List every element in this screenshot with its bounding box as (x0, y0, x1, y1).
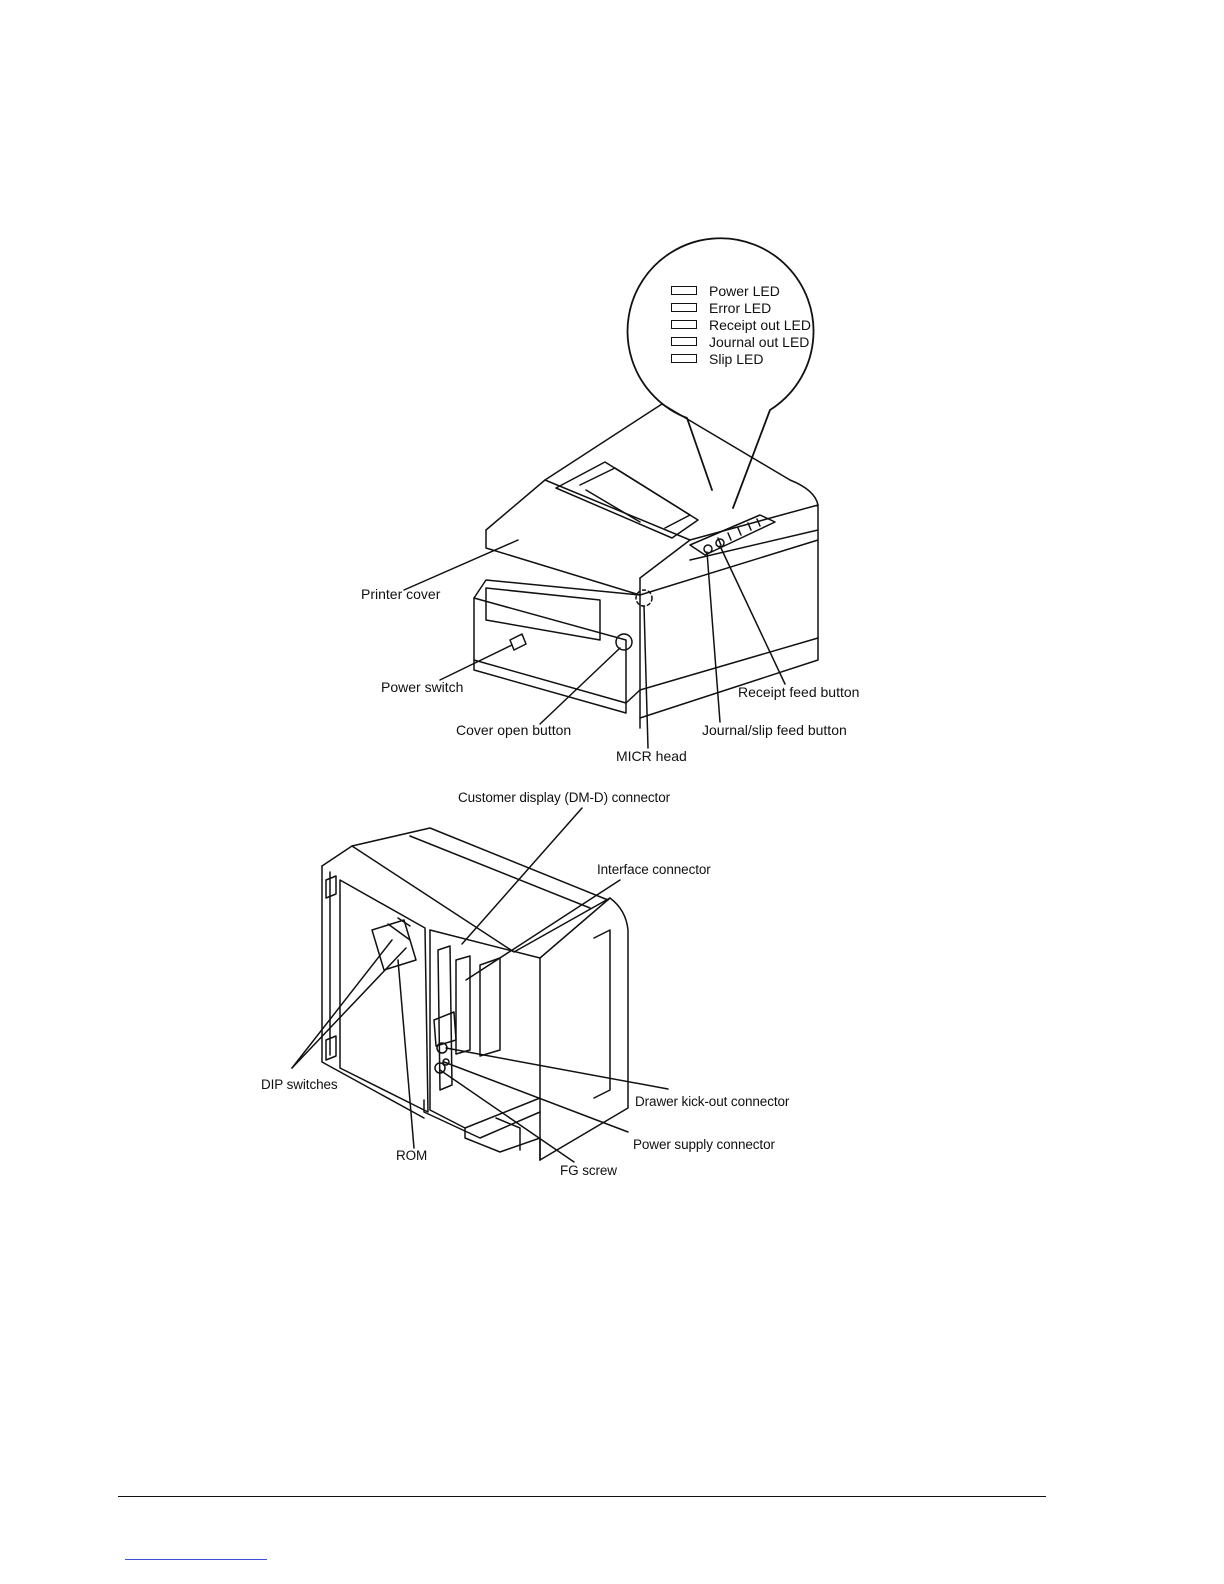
cover-open-button-label: Cover open button (456, 722, 571, 738)
journal-slip-feed-button-label: Journal/slip feed button (702, 722, 847, 738)
led-indicator-icon (671, 303, 697, 312)
fg-screw-label: FG screw (560, 1163, 617, 1179)
rom-label: ROM (396, 1148, 427, 1164)
interface-connector-label: Interface connector (597, 862, 711, 878)
rear-view-drawing (322, 828, 628, 1160)
led-label: Error LED (709, 300, 771, 316)
led-row: Receipt out LED (671, 316, 811, 333)
led-indicator-icon (671, 320, 697, 329)
dip-switches-label: DIP switches (261, 1077, 338, 1093)
led-label: Journal out LED (709, 334, 809, 350)
led-row: Power LED (671, 282, 811, 299)
footer-link-underline[interactable] (125, 1559, 267, 1560)
led-panel-list: Power LED Error LED Receipt out LED Jour… (671, 282, 811, 367)
micr-head-label: MICR head (616, 748, 687, 764)
led-row: Error LED (671, 299, 811, 316)
printer-cover-label: Printer cover (361, 586, 440, 602)
receipt-feed-button-label: Receipt feed button (738, 684, 859, 700)
led-indicator-icon (671, 337, 697, 346)
led-label: Slip LED (709, 351, 763, 367)
led-indicator-icon (671, 286, 697, 295)
power-supply-connector-label: Power supply connector (633, 1137, 775, 1153)
led-label: Power LED (709, 283, 780, 299)
footer-rule (118, 1496, 1046, 1497)
led-indicator-icon (671, 354, 697, 363)
front-leader-lines (404, 540, 785, 748)
led-label: Receipt out LED (709, 317, 811, 333)
led-magnifier-callout (628, 238, 814, 508)
customer-display-connector-label: Customer display (DM-D) connector (458, 790, 670, 806)
led-row: Journal out LED (671, 333, 811, 350)
led-row: Slip LED (671, 350, 811, 367)
power-switch-label: Power switch (381, 679, 463, 695)
drawer-kickout-connector-label: Drawer kick-out connector (635, 1094, 789, 1110)
